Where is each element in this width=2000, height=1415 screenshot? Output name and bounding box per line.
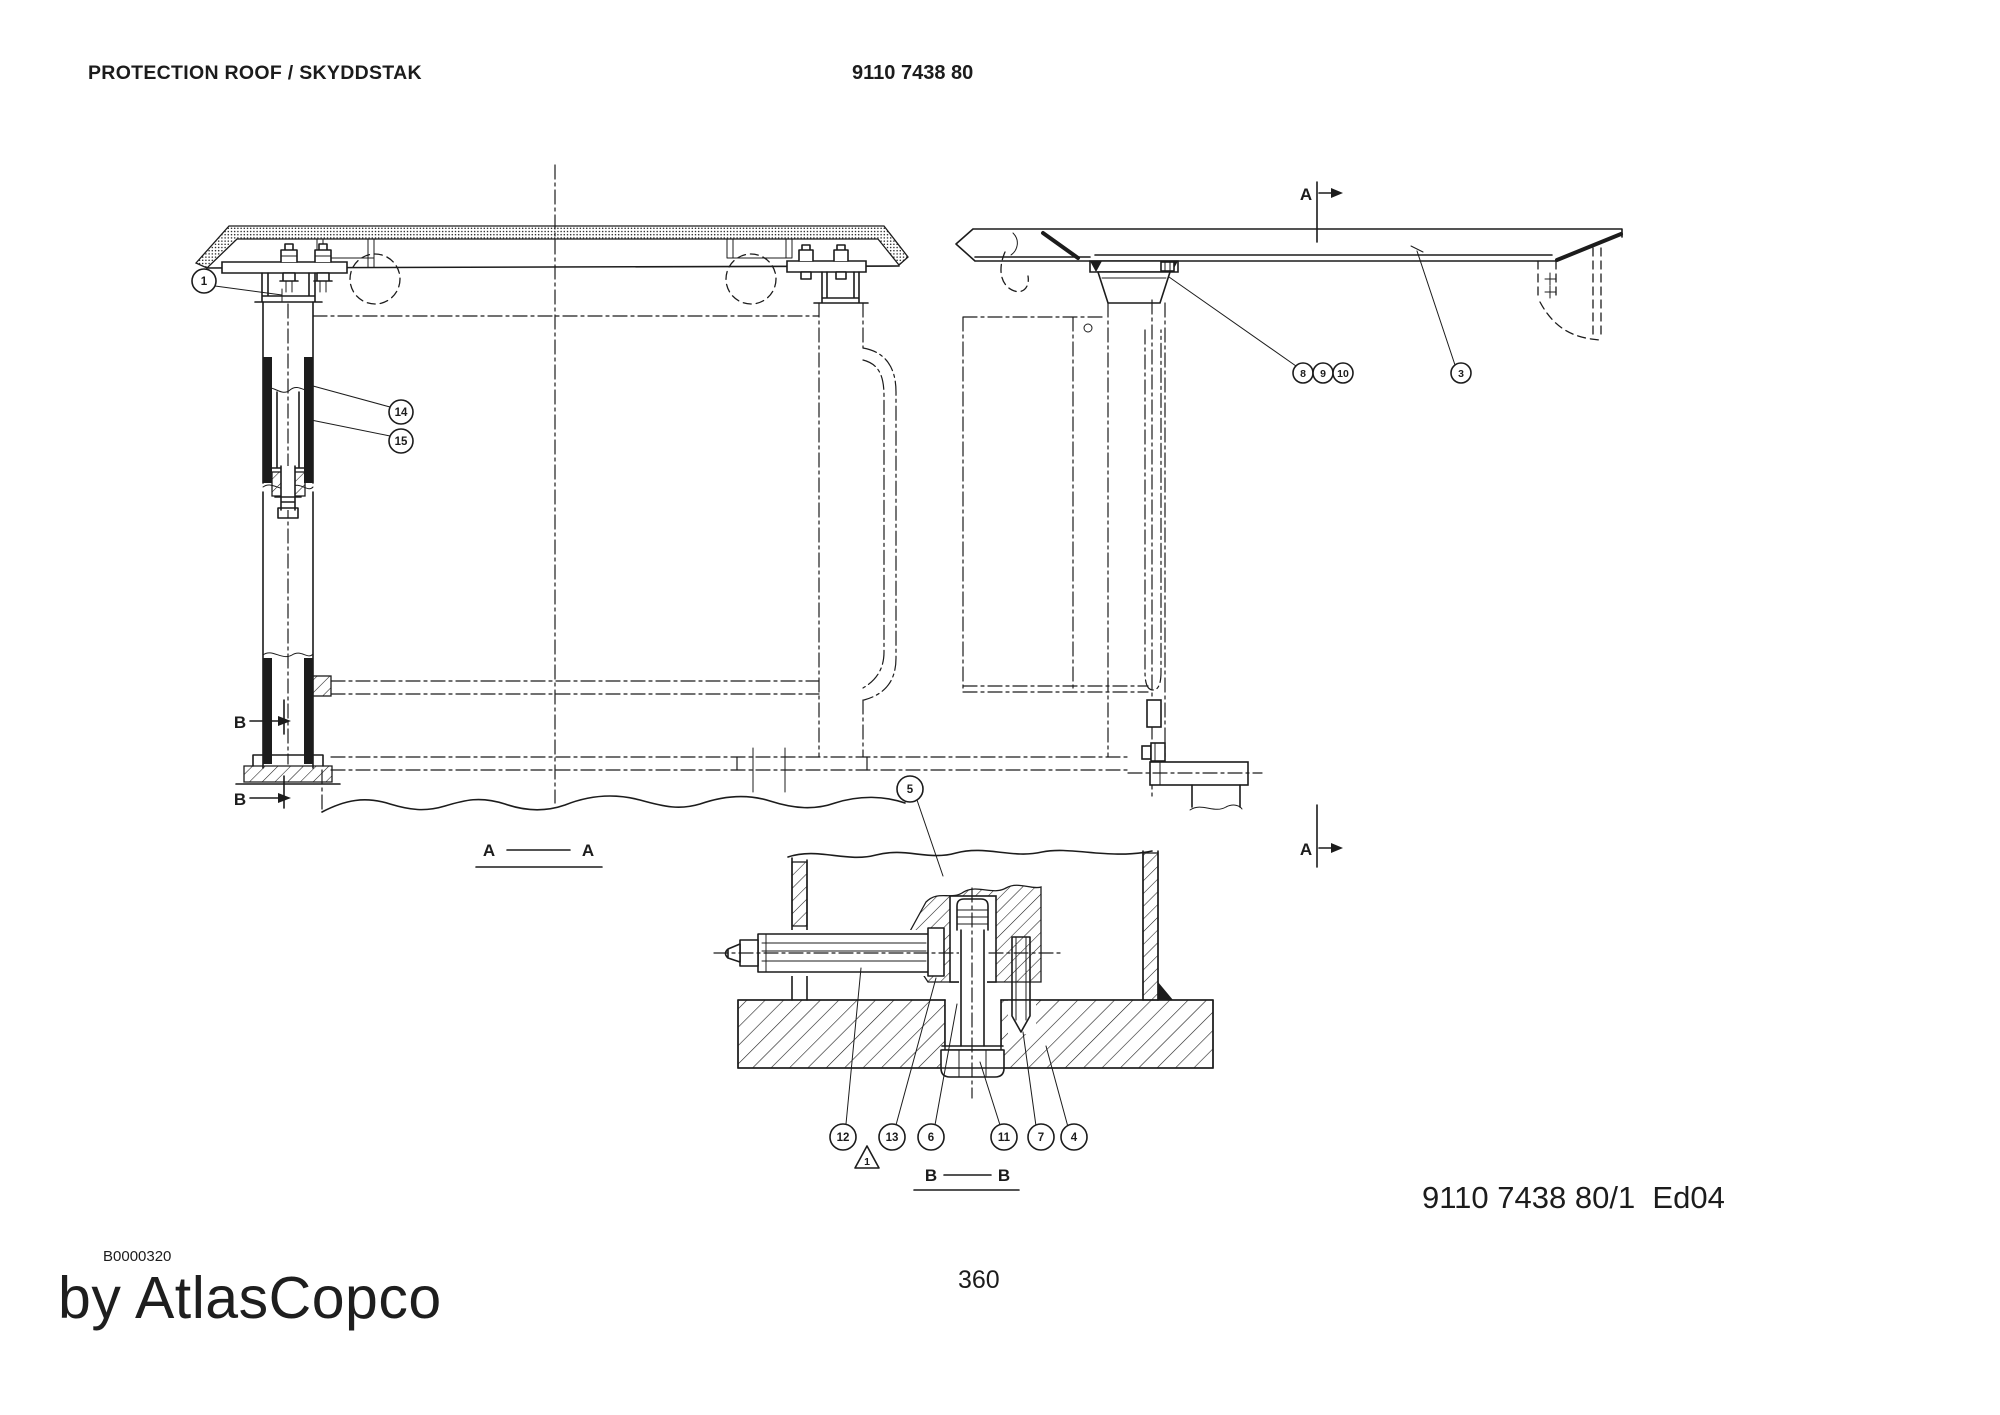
right-wall <box>1142 852 1159 1001</box>
part-number: 9110 7438 80 <box>852 62 974 84</box>
cutting-plane-a-top: A <box>1300 181 1343 243</box>
left-wall <box>791 861 808 927</box>
svg-text:5: 5 <box>907 784 914 796</box>
weld-mark <box>1158 982 1173 1000</box>
note-triangle-icon: 1 <box>854 1145 880 1169</box>
callout-12: 12 <box>829 967 862 1151</box>
plane-b-lower-label: B <box>234 790 246 809</box>
callout-15: 15 <box>310 419 414 454</box>
brand-line: by AtlasCopco <box>58 1265 442 1331</box>
roof-panel <box>194 225 909 269</box>
svg-text:11: 11 <box>998 1132 1011 1144</box>
callout-11: 11 <box>979 1061 1018 1151</box>
callout-4: 4 <box>1045 1045 1088 1151</box>
callout-6: 6 <box>917 1003 958 1151</box>
clamp-pin <box>274 465 302 519</box>
roof-bolt <box>798 244 814 280</box>
hidden-hose-loop <box>862 347 897 701</box>
hidden-left-hook <box>1000 251 1029 293</box>
ground-break-line <box>321 795 906 813</box>
plane-a-bottom-label: A <box>1300 840 1312 859</box>
callout-5: 5 <box>896 775 944 877</box>
page-number: 360 <box>958 1266 1000 1294</box>
section-aa-left-letter: A <box>483 841 495 860</box>
section-bb-detail: 5 12 13 6 11 <box>713 775 1214 1191</box>
support-leg <box>1107 299 1263 811</box>
roof-bolt <box>279 243 299 293</box>
svg-text:8: 8 <box>1300 368 1306 380</box>
callout-1: 1 <box>191 268 283 302</box>
svg-text:1: 1 <box>201 276 208 288</box>
cutting-plane-b-lower: B <box>234 775 291 809</box>
section-aa-title: A A <box>475 841 603 868</box>
roof-bolt <box>833 244 849 280</box>
small-hole <box>1083 323 1093 333</box>
svg-text:7: 7 <box>1038 1132 1044 1144</box>
leg-fitting <box>1141 742 1166 762</box>
svg-text:1: 1 <box>864 1156 870 1168</box>
edition-number: 9110 7438 80/1 Ed04 <box>1422 1180 1725 1215</box>
figure-code: B0000320 <box>103 1248 172 1265</box>
svg-text:3: 3 <box>1458 368 1464 380</box>
right-leg-assembly <box>736 244 897 793</box>
plane-b-upper-label: B <box>234 713 246 732</box>
leg-bracket <box>254 272 323 303</box>
svg-text:4: 4 <box>1071 1132 1078 1144</box>
anchor-bolt <box>940 887 1005 1099</box>
arrowhead-icon <box>1331 843 1343 853</box>
arrowhead-icon <box>278 793 291 803</box>
roof-hole-left <box>349 253 401 305</box>
arrowhead-icon <box>1331 188 1343 198</box>
callout-8-9-10: 8 9 10 <box>1168 276 1354 384</box>
svg-text:10: 10 <box>1337 368 1349 380</box>
callout-3: 3 <box>1410 245 1472 384</box>
leg-mount <box>1089 260 1179 304</box>
cutting-plane-a-bottom: A <box>1300 804 1343 868</box>
roof-plank <box>955 228 1623 262</box>
svg-text:6: 6 <box>928 1132 934 1144</box>
mount-bolt <box>1160 261 1175 272</box>
roof-hole-right <box>725 253 777 305</box>
break-line <box>787 849 1153 859</box>
body-hidden-outline <box>312 315 1131 771</box>
svg-text:9: 9 <box>1320 368 1326 380</box>
adjuster-rod <box>713 927 1061 977</box>
right-view: A A 8 9 10 3 <box>955 181 1623 868</box>
cutting-plane-b-upper: B <box>234 699 291 735</box>
foot-bolt-ticks <box>752 747 786 793</box>
break-line <box>1189 804 1243 811</box>
left-leg-assembly <box>221 243 348 785</box>
svg-text:14: 14 <box>395 407 408 419</box>
foot-plate <box>243 765 333 783</box>
section-bb-left-letter: B <box>925 1166 937 1185</box>
svg-text:13: 13 <box>886 1132 899 1144</box>
svg-text:15: 15 <box>395 436 408 448</box>
hidden-end-bracket <box>1537 247 1602 341</box>
callout-13: 13 <box>878 977 937 1151</box>
left-view: B B A A 1 <box>191 164 1131 868</box>
base-slab <box>737 999 946 1069</box>
body-hidden-outline <box>962 316 1149 693</box>
svg-text:12: 12 <box>837 1132 850 1144</box>
page-title: PROTECTION ROOF / SKYDDSTAK <box>88 62 422 84</box>
section-bb-title: B B <box>913 1166 1020 1191</box>
plane-a-top-label: A <box>1300 185 1312 204</box>
arrowhead-icon <box>278 716 291 726</box>
callout-7: 7 <box>1022 1031 1055 1151</box>
spring-pin <box>1008 936 1036 1034</box>
section-aa-right-letter: A <box>582 841 594 860</box>
callout-14: 14 <box>312 385 414 425</box>
roof-bolt <box>313 243 333 293</box>
section-bb-right-letter: B <box>998 1166 1010 1185</box>
leg-bracket <box>813 271 869 304</box>
